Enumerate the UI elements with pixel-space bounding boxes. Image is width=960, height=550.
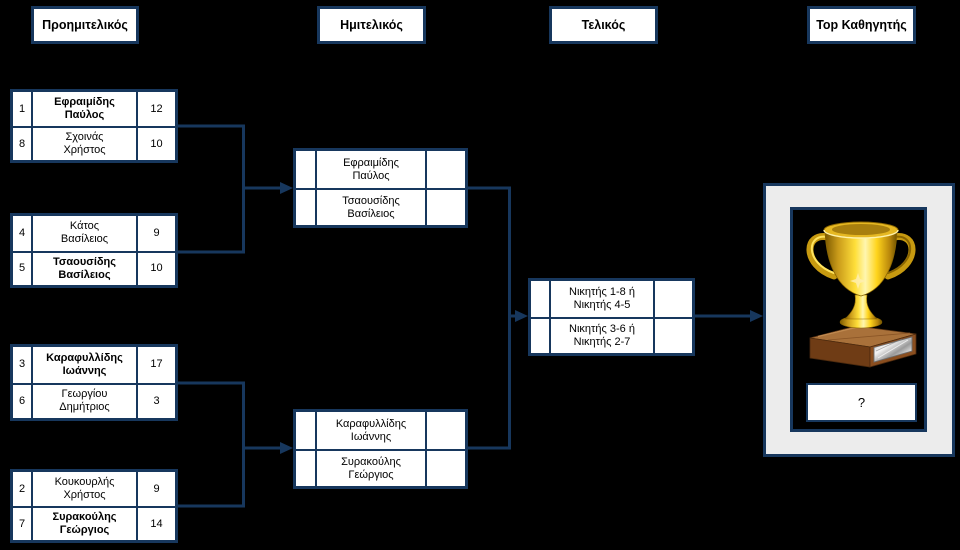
match-semifinal-2: Καραφυλλίδης Ιωάννης Συρακούλης Γεώργιος: [293, 409, 468, 489]
seed-cell-empty: [296, 151, 317, 188]
player-name-cell: Εφραιμίδης Παύλος: [33, 92, 138, 126]
match-quarterfinal-1: 1 Εφραιμίδης Παύλος 12 8 Σχοινάς Χρήστος…: [10, 89, 178, 163]
score-cell-empty: [655, 317, 692, 353]
score-cell: 10: [138, 126, 175, 160]
final-slot-cell: Νικητής 3-6 ή Νικητής 2-7: [551, 317, 655, 353]
score-cell: 9: [153, 226, 160, 239]
match-quarterfinal-3: 3 Καραφυλλίδης Ιωάννης 17 6 Γεωργίου Δημ…: [10, 344, 178, 421]
score-cell: 10: [138, 250, 175, 286]
header-top-professor-label: Top Καθηγητής: [816, 18, 907, 32]
arrowhead-to-final: [515, 310, 528, 322]
seed-cell: 4: [13, 216, 33, 251]
seed-cell: 2: [13, 472, 33, 506]
score-cell: 12: [150, 102, 163, 115]
trophy-icon: [806, 221, 917, 368]
seed-cell: 7: [13, 506, 33, 540]
header-semifinal: Ημιτελικός: [317, 6, 426, 44]
score-cell-empty: [427, 188, 465, 225]
header-top-professor: Top Καθηγητής: [807, 6, 916, 44]
final-slot-cell: Νικητής 1-8 ή Νικητής 4-5: [551, 281, 655, 317]
seed-cell-empty: [531, 317, 551, 353]
seed-cell: 8: [13, 126, 33, 160]
seed-cell-empty: [296, 412, 317, 449]
seed-cell: 1: [13, 92, 33, 126]
player-name-cell: Γεωργίου Δημήτριος: [33, 382, 138, 418]
arrowhead-to-semifinal-2: [280, 442, 293, 454]
header-final: Τελικός: [549, 6, 658, 44]
seed-cell-empty: [296, 188, 317, 225]
arrowhead-to-semifinal-1: [280, 182, 293, 194]
player-name-cell: Κάτος Βασίλειος: [33, 216, 138, 251]
header-semifinal-label: Ημιτελικός: [340, 18, 403, 32]
header-quarterfinal-label: Προημιτελικός: [42, 18, 128, 32]
score-cell: 3: [138, 382, 175, 419]
player-name-cell: Τσαουσίδης Βασίλειος: [317, 188, 427, 225]
score-cell-empty: [427, 412, 465, 449]
score-cell: 9: [153, 482, 160, 495]
player-name-cell: Εφραιμίδης Παύλος: [317, 151, 427, 188]
player-name-cell: Τσαουσίδης Βασίλειος: [33, 250, 138, 285]
player-name-cell: Συρακούλης Γεώργιος: [317, 449, 427, 486]
match-final: Νικητής 1-8 ή Νικητής 4-5 Νικητής 3-6 ή …: [528, 278, 695, 356]
champion-placeholder: ?: [857, 395, 866, 410]
seed-cell: 6: [13, 382, 33, 418]
champion-placeholder-box: ?: [806, 383, 917, 422]
score-cell: 17: [150, 358, 163, 371]
match-quarterfinal-2: 4 Κάτος Βασίλειος 9 5 Τσαουσίδης Βασίλει…: [10, 213, 178, 288]
score-cell: 14: [138, 506, 175, 540]
match-quarterfinal-4: 2 Κουκουρλής Χρήστος 9 7 Συρακούλης Γεώρ…: [10, 469, 178, 543]
seed-cell: 5: [13, 250, 33, 285]
score-cell-empty: [427, 449, 465, 486]
seed-cell: 3: [13, 347, 33, 383]
arrowhead-to-champion: [750, 310, 763, 322]
seed-cell-empty: [531, 281, 551, 317]
player-name-cell: Συρακούλης Γεώργιος: [33, 506, 138, 540]
header-quarterfinal: Προημιτελικός: [31, 6, 139, 44]
seed-cell-empty: [296, 449, 317, 486]
player-name-cell: Καραφυλλίδης Ιωάννης: [317, 412, 427, 449]
player-name-cell: Κουκουρλής Χρήστος: [33, 472, 138, 506]
header-final-label: Τελικός: [581, 18, 626, 32]
player-name-cell: Σχοινάς Χρήστος: [33, 126, 138, 160]
player-name-cell: Καραφυλλίδης Ιωάννης: [33, 347, 138, 383]
score-cell-empty: [427, 151, 465, 188]
match-semifinal-1: Εφραιμίδης Παύλος Τσαουσίδης Βασίλειος: [293, 148, 468, 228]
score-cell-empty: [655, 281, 692, 317]
